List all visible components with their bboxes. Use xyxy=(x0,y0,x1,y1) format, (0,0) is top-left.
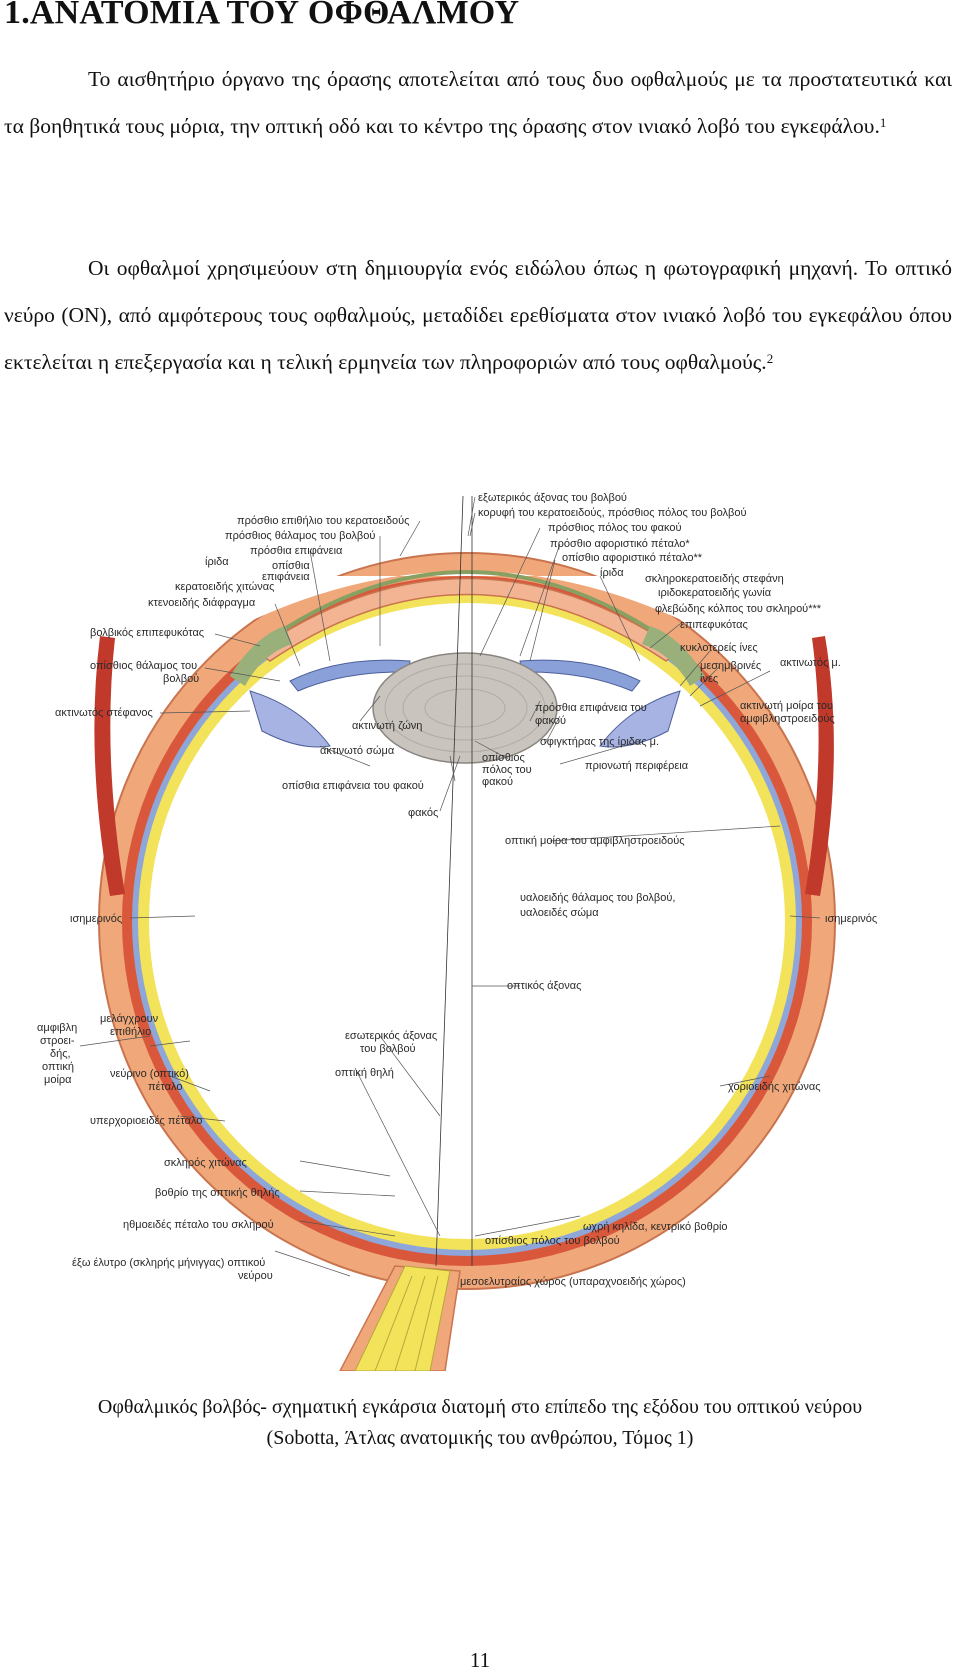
label-anterior-limiting-lamina: πρόσθιο αφοριστικό πέταλο* xyxy=(550,538,690,550)
label-iris: ίριδα xyxy=(205,556,229,568)
label-cornea: κερατοειδής χιτώνας xyxy=(175,581,274,593)
label-retina-4: οπτική xyxy=(42,1061,74,1073)
paragraph-1: Το αισθητήριο όργανο της όρασης αποτελεί… xyxy=(4,56,952,150)
label-lens: φακός xyxy=(408,807,438,819)
label-ciliary-crown: ακτινωτός στέφανος xyxy=(55,707,153,719)
label-outer-sheath-2: νεύρου xyxy=(238,1270,273,1282)
label-macula: ωχρή κηλίδα, κεντρικό βοθρίο xyxy=(583,1221,728,1233)
label-pigment-epithelium-2: επιθήλιο xyxy=(110,1026,151,1038)
label-sphincter: σφιγκτήρας της ίριδας μ. xyxy=(540,736,659,748)
label-meridional-fibers-2: ίνες xyxy=(700,673,718,685)
label-iris-anterior-surface: πρόσθια επιφάνεια xyxy=(250,545,343,557)
label-ciliary-part-retina-2: αμφιβληστροειδούς xyxy=(740,713,835,725)
label-suprachoroid: υπερχοριοειδές πέταλο xyxy=(90,1115,202,1127)
conjunctiva-right xyxy=(642,626,705,686)
label-optic-papilla: οπτική θηλή xyxy=(335,1067,394,1079)
label-meridional-fibers: μεσημβρινές xyxy=(700,660,761,672)
label-serrated-margin: πριονωτή περιφέρεια xyxy=(585,760,689,772)
label-anterior-pole-lens: πρόσθιος πόλος του φακού xyxy=(548,522,681,534)
label-choroid: χοριοειδής χιτώνας xyxy=(728,1081,821,1093)
label-corneal-vertex: κορυφή του κερατοειδούς, πρόσθιος πόλος … xyxy=(478,507,746,519)
label-ciliary-body: ακτινωτό σώμα xyxy=(320,745,395,757)
label-venous-sinus: φλεβώδης κόλπος του σκληρού*** xyxy=(655,603,822,615)
label-iris-right: ίριδα xyxy=(600,567,624,579)
page-number: 11 xyxy=(469,1648,491,1672)
label-pigment-epithelium: μελάγχρουν xyxy=(100,1013,159,1025)
label-conjunctiva-right: επιπεφυκότας xyxy=(680,619,748,631)
label-neural-layer-2: πέταλο xyxy=(148,1081,183,1093)
label-equator-left: ισημερινός xyxy=(70,913,122,925)
label-ciliary-part-retina: ακτινωτή μοίρα του xyxy=(740,700,833,712)
figure-caption-line-2: (Sobotta, Άτλας ανατομικής του ανθρώπου,… xyxy=(266,1427,694,1449)
label-optic-disc-pit: βοθρίο της οπτικής θηλής xyxy=(155,1187,280,1199)
label-vitreous-chamber: υαλοειδής θάλαμος του βολβού, xyxy=(520,892,675,904)
label-outer-sheath: έξω έλυτρο (σκληρής μήνιγγας) οπτικού xyxy=(72,1257,265,1269)
label-optic-axis: οπτικός άξονας xyxy=(507,980,581,992)
label-retina-3: δής, xyxy=(50,1048,71,1060)
vitreous-body xyxy=(149,603,785,1239)
external-axis-line xyxy=(435,495,464,1267)
label-posterior-surface-lens: οπίσθια επιφάνεια του φακού xyxy=(282,780,424,792)
label-sclerocorneal-ring: σκληροκερατοειδής στεφάνη xyxy=(645,573,784,585)
label-iridocorneal-angle: ιριδοκερατοειδής γωνία xyxy=(658,587,772,599)
muscle-left xyxy=(94,636,125,896)
optic-nerve xyxy=(354,1265,451,1371)
label-vitreous-body: υαλοειδές σώμα xyxy=(520,907,599,919)
muscle-right xyxy=(805,636,834,896)
label-posterior-pole: οπίσθιος πόλος του βολβού xyxy=(485,1235,620,1247)
label-posterior-pole-lens: οπίσθιος xyxy=(482,752,525,764)
label-ciliary-diaphragm: κτενοειδής διάφραγμα xyxy=(148,597,256,609)
label-retina-2: στροει- xyxy=(40,1035,75,1047)
label-posterior-chamber-2: βολβού xyxy=(163,673,199,685)
label-retina-5: μοίρα xyxy=(44,1074,72,1086)
label-internal-axis-2: του βολβού xyxy=(360,1043,416,1055)
leader-lines xyxy=(79,496,821,1277)
figure-caption-line-1: Οφθαλμικός βολβός- σχηματική εγκάρσια δι… xyxy=(97,1396,863,1418)
conjunctiva-left xyxy=(230,626,292,686)
label-posterior-pole-lens-2: πόλος του xyxy=(482,764,532,776)
footnote-ref-1: 1 xyxy=(879,115,887,130)
paragraph-1-text: Το αισθητήριο όργανο της όρασης αποτελεί… xyxy=(4,67,952,138)
label-internal-axis: εσωτερικός άξονας xyxy=(345,1030,437,1042)
lens xyxy=(372,652,558,764)
ciliary-body-right xyxy=(599,690,681,748)
page-heading: 1.ΑΝΑΤΟΜΙΑ ΤΟΥ ΟΦΘΑΛΜΟΥ xyxy=(4,0,520,31)
paragraph-2-text: Οι οφθαλμοί χρησιμεύουν στη δημιουργία ε… xyxy=(4,256,952,374)
label-iris-posterior-2: επιφάνεια xyxy=(262,571,310,583)
label-posterior-limiting-lamina: οπίσθιο αφοριστικό πέταλο** xyxy=(562,552,703,564)
label-posterior-pole-lens-3: φακού xyxy=(482,776,513,788)
label-lens-anterior-surface-2: φακού xyxy=(535,715,566,727)
label-ciliary-muscle: ακτινωτός μ. xyxy=(780,657,841,669)
label-equator-right: ισημερινός xyxy=(825,913,877,925)
label-circular-fibers: κυκλοτερείς ίνες xyxy=(680,642,758,654)
paragraph-2: Οι οφθαλμοί χρησιμεύουν στη δημιουργία ε… xyxy=(4,245,952,386)
label-neural-layer: νεύρινο (οπτικό) xyxy=(110,1068,189,1080)
label-anterior-chamber: πρόσθιος θάλαμος του βολβού xyxy=(225,530,375,542)
ciliary-body-left xyxy=(249,690,331,748)
label-anterior-epithelium: πρόσθιο επιθήλιο του κερατοειδούς xyxy=(237,515,409,527)
label-posterior-chamber: οπίσθιος θάλαμος του xyxy=(90,660,197,672)
label-lens-anterior-surface: πρόσθια επιφάνεια του xyxy=(535,702,647,714)
label-optic-part-retina: οπτική μοίρα του αμφιβληστροειδούς xyxy=(505,835,685,847)
label-conjunctiva: βολβικός επιπεφυκότας xyxy=(90,627,204,639)
eye-cross-section-diagram: εξωτερικός άξονας του βολβού κορυφή του … xyxy=(37,492,877,1371)
label-iris-posterior: οπίσθια xyxy=(272,560,310,572)
diagram-labels: εξωτερικός άξονας του βολβού κορυφή του … xyxy=(37,492,877,1288)
footnote-ref-2: 2 xyxy=(766,351,774,366)
label-ciliary-zone: ακτινωτή ζώνη xyxy=(352,720,422,732)
label-lamina-cribrosa: ηθμοειδές πέταλο του σκληρού xyxy=(123,1219,274,1231)
label-retina-1: αμφιβλη xyxy=(37,1022,77,1034)
label-external-axis: εξωτερικός άξονας του βολβού xyxy=(478,492,627,504)
eyeball-illustration xyxy=(94,495,836,1371)
label-sclera: σκληρός χιτώνας xyxy=(164,1157,247,1169)
label-intervaginal-space: μεσοελυτραίος χώρος (υπαραχνοειδής χώρος… xyxy=(460,1276,686,1288)
